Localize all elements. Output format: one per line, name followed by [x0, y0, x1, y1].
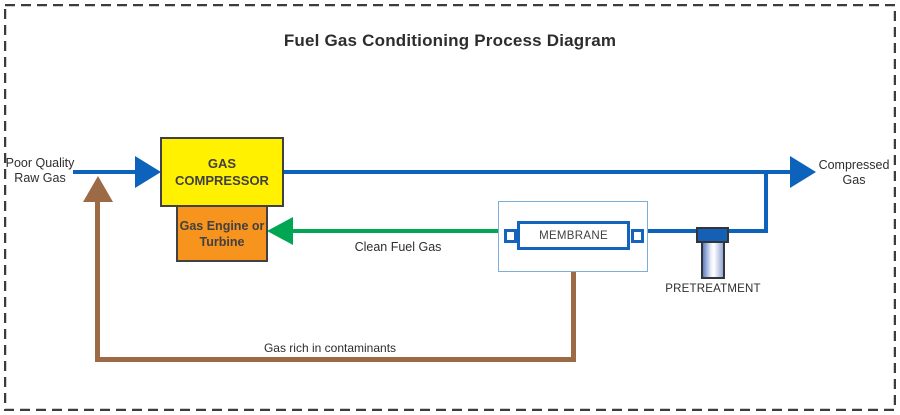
pretreatment-vessel: [701, 241, 725, 279]
label-compressed-gas: Compressed Gas: [818, 158, 890, 187]
raw-gas-line: [73, 170, 137, 174]
contaminants-line-bottom: [95, 357, 576, 362]
clean-fuel-gas-line: [291, 229, 498, 233]
page-title: Fuel Gas Conditioning Process Diagram: [283, 31, 617, 50]
raw-gas-arrowhead-icon: [135, 156, 161, 188]
contaminants-line-down: [571, 271, 576, 362]
node-gas-compressor: GAS COMPRESSOR: [160, 137, 284, 207]
node-gas-engine-turbine: Gas Engine or Turbine: [176, 205, 268, 262]
label-poor-quality-raw-gas: Poor Quality Raw Gas: [5, 156, 75, 185]
branch-line-vertical: [764, 170, 768, 233]
membrane-port-left: [504, 229, 517, 243]
compressed-gas-line: [283, 170, 791, 174]
diagram-frame-border: [4, 4, 896, 411]
clean-fuel-gas-arrowhead-icon: [267, 217, 293, 245]
node-membrane: MEMBRANE: [517, 221, 630, 250]
membrane-port-right: [631, 229, 644, 243]
contaminants-line-up: [95, 198, 100, 362]
label-clean-fuel-gas: Clean Fuel Gas: [354, 240, 442, 254]
pretreatment-cap: [696, 227, 729, 243]
contaminants-arrowhead-icon: [83, 176, 113, 202]
label-pretreatment: PRETREATMENT: [665, 283, 761, 295]
label-gas-rich-contaminants: Gas rich in contaminants: [263, 341, 397, 355]
compressed-gas-arrowhead-icon: [790, 156, 816, 188]
